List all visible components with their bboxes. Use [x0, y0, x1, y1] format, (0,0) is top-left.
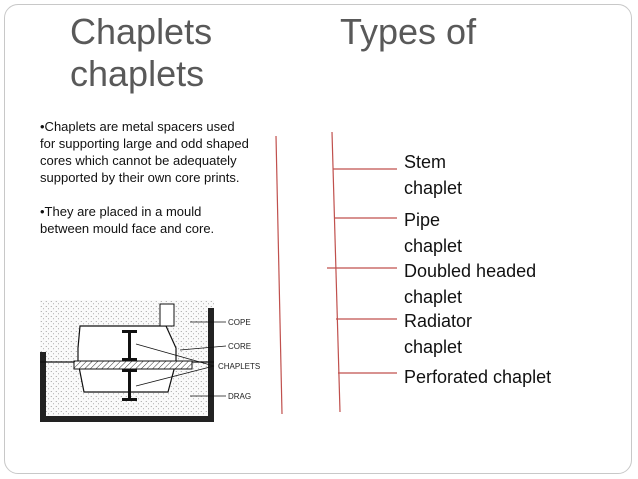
type-stem-line2: chaplet — [404, 178, 463, 198]
type-double-headed-line1: Doubled headed — [404, 261, 537, 281]
pouring-opening — [159, 303, 175, 327]
core — [73, 360, 193, 370]
type-pipe-line2: chaplet — [404, 236, 463, 256]
flask-left-wall — [40, 352, 46, 422]
chaplet-mould-diagram: COPE CORE CHAPLETS DRAG — [40, 300, 260, 422]
label-drag: DRAG — [228, 392, 251, 401]
description-text: •Chaplets are metal spacers used for sup… — [40, 118, 250, 237]
type-double-headed-line2: chaplet — [404, 287, 463, 307]
flask-bottom — [40, 416, 214, 422]
label-cope: COPE — [228, 318, 251, 327]
type-pipe-line1: Pipe — [404, 210, 441, 230]
title-left-line2: chaplets — [70, 53, 205, 94]
slide-frame — [4, 4, 632, 474]
label-chaplets: CHAPLETS — [218, 362, 260, 371]
left-divider-line — [275, 135, 283, 415]
bullet-definition: •Chaplets are metal spacers used for sup… — [40, 119, 249, 185]
title-right: Types of — [340, 11, 477, 52]
label-core: CORE — [228, 342, 251, 351]
type-radiator-line2: chaplet — [404, 337, 463, 357]
right-trunk-line — [331, 131, 341, 413]
type-radiator-line1: Radiator — [404, 311, 473, 331]
upper-chaplet-stem — [128, 330, 131, 361]
type-perforated-line1: Perforated chaplet — [404, 367, 552, 387]
bullet-placement: •They are placed in a mould between moul… — [40, 204, 215, 236]
title-left-line1: Chaplets — [70, 11, 213, 52]
lower-chaplet-stem — [128, 369, 131, 401]
type-stem-line1: Stem — [404, 152, 447, 172]
